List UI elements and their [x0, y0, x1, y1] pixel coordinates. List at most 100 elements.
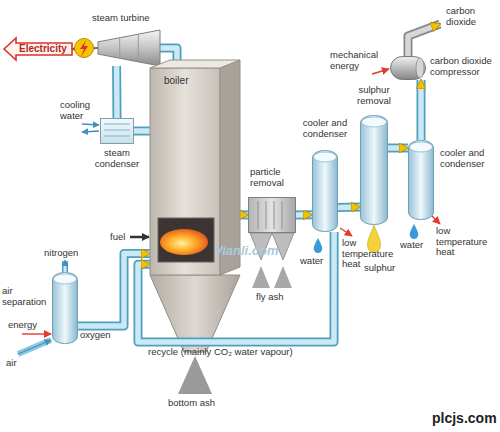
- equipment-label: carbon dioxide compressor: [430, 56, 500, 77]
- equipment-label: cooler and condenser: [440, 148, 498, 169]
- vcyl-outline: [314, 152, 337, 162]
- equipment-label: sulphur removal: [349, 85, 399, 106]
- stream-label: water: [300, 256, 323, 267]
- stream-label: fuel: [110, 232, 125, 243]
- turbine-outline: [138, 34, 139, 62]
- energy-arrow: [22, 333, 51, 334]
- pipe-connector: [240, 214, 248, 215]
- air-arrow: [18, 340, 51, 354]
- vcyl-outline: [410, 142, 433, 152]
- equipment-label: particle removal: [250, 167, 306, 188]
- pipe: [408, 24, 440, 56]
- connector-line: [338, 204, 360, 210]
- turbine-outline: [98, 30, 160, 66]
- steam-condenser: steam condenser: [100, 118, 134, 144]
- vcyl-outline: [313, 151, 338, 232]
- hcyl-outline: [390, 56, 426, 80]
- boiler-hopper: [150, 275, 240, 394]
- pipe-connector: [338, 207, 360, 208]
- arrow-outline: [4, 38, 72, 60]
- boiler-outline: [160, 229, 208, 255]
- pipe-connector: [296, 214, 312, 215]
- output-arrow: Electricity: [4, 38, 72, 60]
- watermark: plcjs.com: [432, 410, 497, 426]
- sulphur-removal-vessel: sulphur removal: [360, 115, 388, 225]
- cond-outline: [101, 119, 134, 144]
- edge-label: recycle (mainly CO₂ water vapour): [148, 347, 318, 358]
- stream-label: mechanical energy: [330, 50, 380, 71]
- cond-outline: [104, 124, 130, 136]
- watermark: Vianli.com: [214, 244, 279, 258]
- vcyl-outline: [52, 272, 78, 344]
- stream-label: water: [400, 240, 423, 251]
- vcyl-outline: [53, 273, 78, 344]
- nitrogen-pipe: [65, 260, 66, 272]
- boiler: boiler: [150, 60, 240, 275]
- flow-note: cooling water: [60, 100, 100, 121]
- pipe-connector: [116, 66, 117, 118]
- compressor: carbon dioxide compressor: [390, 56, 426, 80]
- vcyl-outline: [54, 274, 77, 284]
- connector-line: [160, 48, 177, 60]
- turbine-outline: [98, 30, 160, 66]
- ash-pile: [178, 356, 212, 394]
- vcyl-outline: [360, 115, 388, 225]
- pipe: [18, 340, 51, 354]
- boiler-outline: [150, 68, 220, 275]
- connector-line: [417, 80, 426, 140]
- boiler-outline: [220, 60, 240, 275]
- air-separation-unit: air separation: [52, 272, 78, 344]
- particle-hoppers: [250, 233, 294, 288]
- vcyl-outline: [361, 116, 388, 225]
- co2-outlet-pipe: [408, 24, 440, 56]
- byproduct-label: fly ash: [256, 292, 283, 303]
- hcyl-outline: [416, 58, 424, 78]
- stream-label: air: [6, 358, 17, 369]
- byproduct-label: sulphur: [364, 263, 395, 274]
- equipment-label: cooler and condenser: [294, 118, 356, 139]
- connector-line: [338, 203, 360, 212]
- pipe-connector: [134, 130, 150, 131]
- pipe: [62, 261, 68, 272]
- pipe: [64, 260, 67, 272]
- water-drop: [410, 224, 419, 239]
- connector-line: [418, 80, 424, 140]
- vcyl-outline: [362, 117, 387, 127]
- heat-arrow: [340, 228, 352, 236]
- ash-pile: [252, 266, 270, 288]
- water-arrow: [82, 124, 99, 125]
- vcyl-outline: [312, 150, 338, 232]
- connector-line: [296, 210, 312, 219]
- cooler-condenser: cooler and condenser: [312, 150, 338, 232]
- cooler-condenser: cooler and condenser: [408, 140, 434, 220]
- equipment-label: air separation: [2, 286, 50, 307]
- filter-outline: [258, 201, 282, 229]
- particle-filter: particle removal: [248, 197, 296, 233]
- output-label: Electricity: [19, 43, 70, 55]
- connector-line: [134, 128, 150, 134]
- pipe-connector: [388, 148, 408, 149]
- energy-arrow: [372, 69, 389, 74]
- vcyl-outline: [408, 140, 434, 220]
- connector-line: [240, 210, 248, 219]
- stream-label: low temperature heat: [436, 226, 492, 258]
- ash-pile: [274, 266, 292, 288]
- connector-line: [134, 126, 150, 135]
- generator-symbol: [75, 39, 94, 58]
- water-arrow: [82, 131, 99, 132]
- equipment-label: boiler: [164, 76, 204, 87]
- connector-line: [160, 48, 177, 60]
- air-inlet: [18, 340, 51, 354]
- filter-outline: [249, 198, 296, 233]
- equipment-label: steam turbine: [92, 13, 172, 24]
- fuel-arrow: [130, 236, 149, 239]
- vcyl-outline: [409, 141, 434, 220]
- stream-label: nitrogen: [44, 248, 78, 259]
- turbine-outline: [119, 38, 120, 58]
- connector-line: [240, 212, 248, 218]
- filter-outline: [248, 197, 296, 233]
- lightning-symbol: [80, 40, 88, 57]
